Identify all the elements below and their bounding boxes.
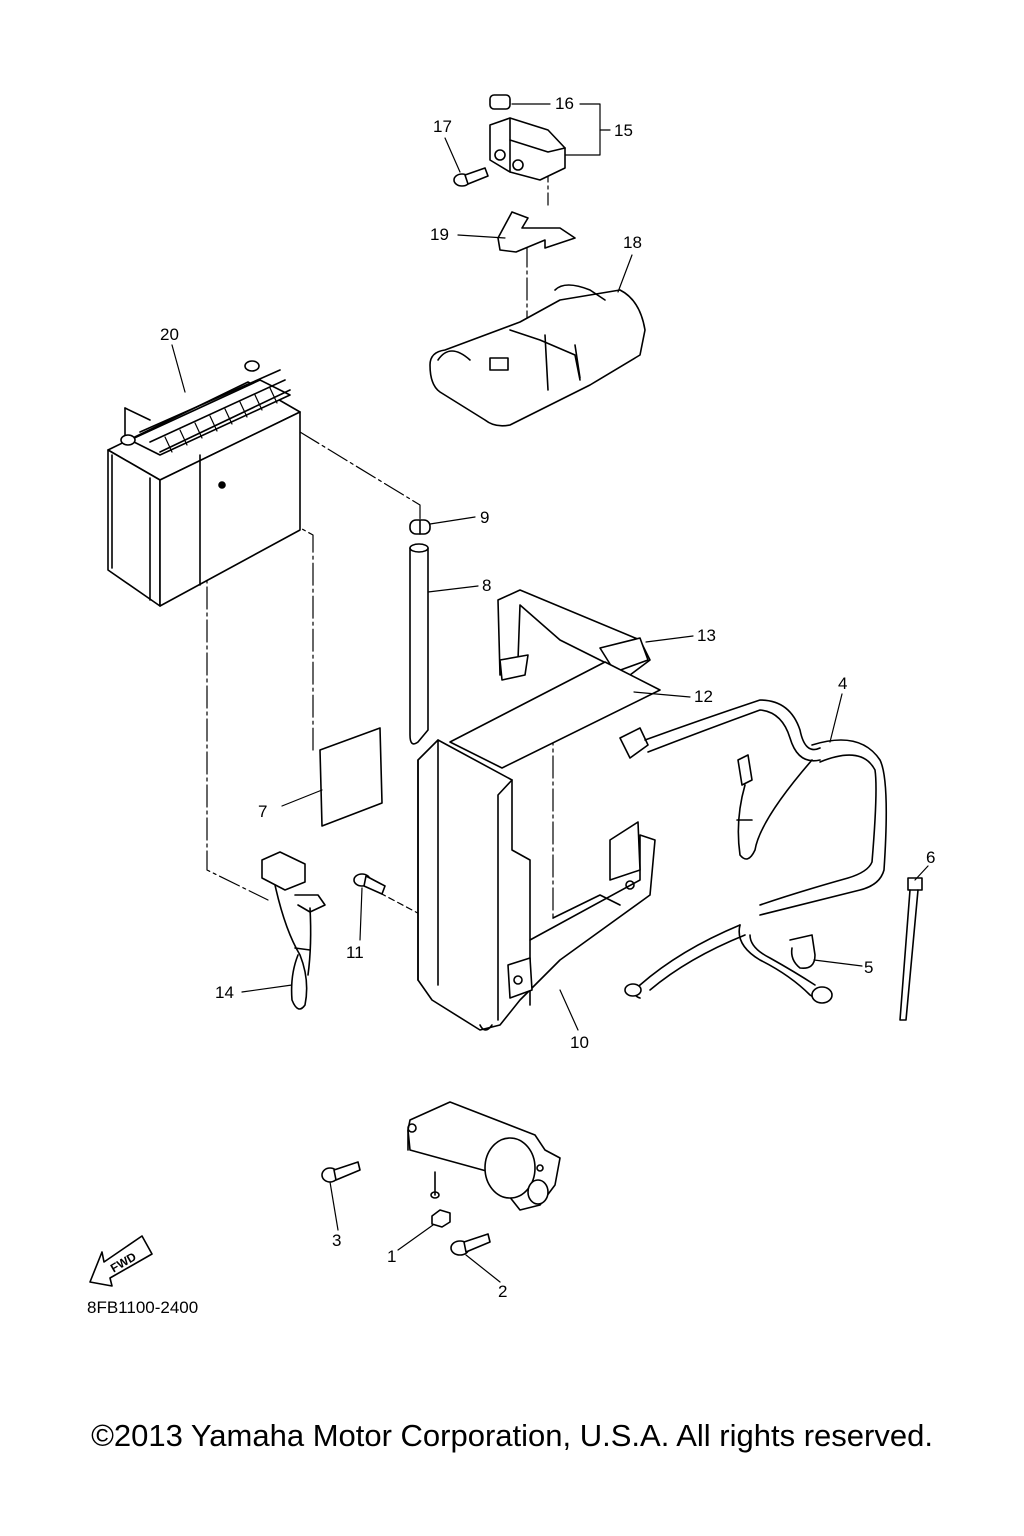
- starter-wire-harness: [619, 699, 888, 1004]
- callout-19: 19: [430, 225, 449, 244]
- battery: [107, 360, 301, 607]
- copyright-notice: ©2013 Yamaha Motor Corporation, U.S.A. A…: [91, 1418, 933, 1453]
- callout-14: 14: [215, 983, 234, 1002]
- battery-insulator-pad: [319, 727, 383, 827]
- callout-9: 9: [480, 508, 489, 527]
- battery-band: [497, 589, 651, 681]
- minus-lead-wire: [261, 851, 326, 1010]
- callout-2: 2: [498, 1282, 507, 1301]
- callout-13: 13: [697, 626, 716, 645]
- nut: [431, 1209, 451, 1228]
- diagram-code: 8FB1100-2400: [87, 1298, 199, 1317]
- flange-bolt-2: [450, 1233, 491, 1256]
- bolt: [353, 873, 386, 895]
- callout-17: 17: [433, 117, 452, 136]
- callout-16: 16: [555, 94, 574, 113]
- callout-12: 12: [694, 687, 713, 706]
- callout-leaders: [171, 103, 929, 1283]
- callout-6: 6: [926, 848, 935, 867]
- battery-cover-sheet: [449, 661, 661, 769]
- callout-18: 18: [623, 233, 642, 252]
- battery-breather-pipe: [409, 543, 429, 745]
- callout-5: 5: [864, 958, 873, 977]
- fwd-arrow: FWD: [89, 1235, 153, 1287]
- callout-8: 8: [482, 576, 491, 595]
- flange-bolt: [453, 167, 489, 187]
- starter-motor: [407, 1101, 561, 1211]
- callout-4: 4: [838, 674, 847, 693]
- callout-11: 11: [346, 943, 364, 962]
- cable-clamp: [789, 934, 816, 970]
- breather-clip: [409, 519, 431, 535]
- battery-box: [417, 739, 656, 1031]
- callout-10: 10: [570, 1033, 589, 1052]
- callout-1: 1: [387, 1247, 396, 1266]
- relay-cover-box: [429, 284, 646, 427]
- callout-20: 20: [160, 325, 179, 344]
- relay-bracket: [497, 211, 576, 253]
- callout-labels: 16 15 17 19 18 20 9 8 13 12 4 6 5 7 11 1…: [160, 94, 935, 1301]
- callout-3: 3: [332, 1231, 341, 1250]
- callout-15: 15: [614, 121, 633, 140]
- bolt-3: [321, 1161, 361, 1183]
- cable-tie: [899, 877, 923, 1021]
- callout-7: 7: [258, 802, 267, 821]
- starter-relay: [489, 94, 566, 181]
